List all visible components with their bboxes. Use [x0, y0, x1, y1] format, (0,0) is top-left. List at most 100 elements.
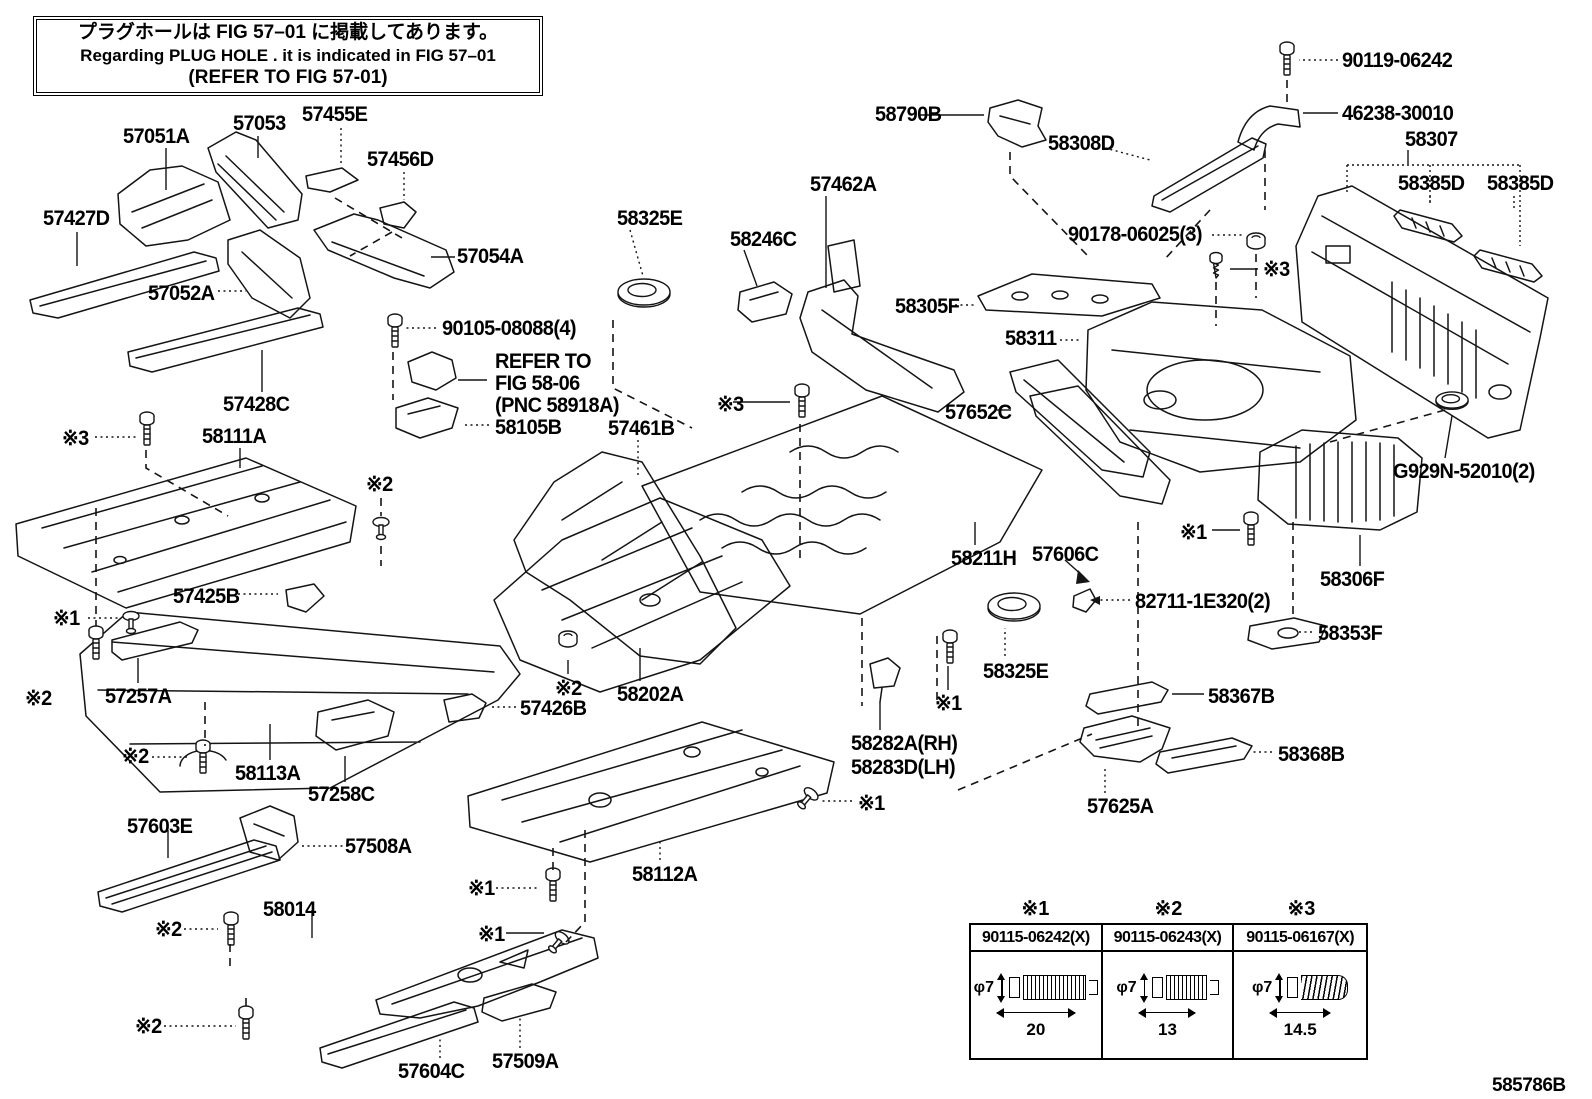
part-58202a	[494, 498, 790, 692]
length-label: 20	[1026, 1019, 1046, 1039]
diameter-arrow-icon	[1139, 972, 1149, 1003]
part-label: ※2	[135, 1015, 162, 1038]
part-58282a-clip	[870, 658, 900, 702]
part-label: 82711-1E320(2)	[1135, 590, 1271, 613]
part-label: 58311	[1005, 327, 1057, 350]
part-label: 58325E	[983, 660, 1049, 683]
part-label: 57257A	[105, 685, 172, 708]
bolt-shank-icon	[1301, 975, 1349, 1000]
bolt-head-icon	[1009, 977, 1020, 998]
part-58367b	[1086, 682, 1168, 714]
part-label: ※3	[717, 393, 744, 416]
part-57652c	[1010, 360, 1170, 504]
part-58307	[1296, 186, 1548, 438]
part-57428c	[128, 308, 323, 372]
part-label: 58368B	[1278, 743, 1345, 766]
part-57257a	[112, 622, 198, 660]
diameter-label: φ7	[973, 978, 994, 996]
part-58105b	[396, 398, 458, 438]
part-58112a	[468, 722, 834, 862]
part-label: 58353F	[1318, 622, 1383, 645]
spec-bolt-diagram-2: φ7 13	[1103, 952, 1233, 1058]
part-label: ※3	[62, 427, 89, 450]
part-58385d-left	[1394, 210, 1462, 242]
part-57604c	[320, 1002, 478, 1068]
part-57455e	[306, 168, 358, 192]
part-58918a-bracket	[408, 352, 456, 390]
spec-ref-3: ※3	[1287, 898, 1316, 920]
nut-icon	[558, 630, 578, 648]
leader-solid	[77, 113, 1452, 938]
leader-arrowheads	[1076, 570, 1100, 605]
part-label: ※3	[1263, 258, 1290, 281]
part-label: 57606C	[1032, 543, 1099, 566]
part-57054a	[314, 214, 454, 288]
part-label: ※1	[53, 607, 80, 630]
part-58111a	[16, 458, 356, 608]
part-58385d-right	[1474, 250, 1542, 282]
part-label: 58307	[1405, 128, 1458, 151]
part-46238-bracket	[1238, 106, 1300, 150]
part-label: G929N-52010(2)	[1393, 460, 1535, 483]
diameter-arrow-icon	[1275, 972, 1284, 1003]
part-58014	[376, 930, 598, 1018]
part-label: ※2	[555, 677, 582, 700]
part-g929n-grommet	[1435, 391, 1469, 410]
note-line-english: Regarding PLUG HOLE . it is indicated in…	[80, 45, 496, 65]
part-label: ※2	[25, 687, 52, 710]
part-57258c	[316, 700, 394, 750]
bolt-shank-icon	[1165, 975, 1207, 1000]
bolt-shank-icon	[1023, 975, 1086, 1000]
part-57427d	[30, 252, 219, 318]
part-label: 58014	[263, 898, 316, 921]
part-57426b	[444, 694, 486, 722]
part-label: 58112A	[632, 863, 698, 886]
part-58246c	[738, 282, 792, 322]
diagram-code: 585786B	[1492, 1075, 1566, 1096]
spec-bolt-diagram-1: φ7 20	[971, 952, 1101, 1058]
part-57456d	[380, 202, 416, 228]
group-bracket-58307	[1347, 165, 1520, 246]
length-dimension-icon	[1138, 1007, 1197, 1018]
part-label: 57425B	[173, 585, 240, 608]
spec-ref-2: ※2	[1154, 898, 1183, 920]
part-label: 90105-08088(4)	[442, 317, 577, 340]
spec-ref-1: ※1	[1021, 898, 1050, 920]
part-82711-clip	[1073, 589, 1096, 612]
part-label: 57625A	[1087, 795, 1154, 818]
part-label: ※1	[1180, 521, 1207, 544]
bolt-tip-icon	[1089, 980, 1098, 995]
bolt-head-icon	[1151, 977, 1163, 998]
part-label: 57462A	[810, 173, 877, 196]
part-58308d	[1152, 138, 1266, 212]
note-line-japanese: プラグホールは FIG 57–01 に掲載してあります。	[77, 22, 499, 43]
spec-part-number-2: 90115-06243(X)	[1102, 925, 1233, 952]
spec-part-number-1: 90115-06242(X)	[971, 925, 1101, 952]
part-label: ※1	[935, 692, 962, 715]
spec-part-number-3: 90115-06167(X)	[1234, 925, 1366, 952]
part-label: 58105B	[495, 416, 562, 439]
bolt-icon	[88, 41, 1295, 1040]
part-57052a	[228, 230, 310, 318]
part-label: 57053	[233, 112, 286, 135]
diameter-label: φ7	[1116, 978, 1137, 996]
part-57462a	[800, 240, 964, 412]
part-label: 57509A	[492, 1050, 559, 1073]
part-label: 58306F	[1320, 568, 1385, 591]
part-label: FIG 58-06	[495, 372, 580, 395]
part-label: 58367B	[1208, 685, 1275, 708]
spec-bolt-diagram-3: φ7 14.5	[1234, 952, 1366, 1058]
part-label: 58282A(RH)	[851, 732, 958, 755]
part-label: ※2	[366, 473, 393, 496]
assembly-dashed-lines	[96, 80, 1445, 1010]
diameter-arrow-icon	[997, 972, 1006, 1003]
part-label: 58246C	[730, 228, 797, 251]
part-label: 58111A	[202, 425, 267, 448]
part-label: 57426B	[520, 697, 587, 720]
part-57425b	[286, 584, 324, 612]
length-label: 14.5	[1283, 1019, 1317, 1039]
part-label: 58113A	[235, 762, 301, 785]
part-label: 57652C	[945, 401, 1012, 424]
